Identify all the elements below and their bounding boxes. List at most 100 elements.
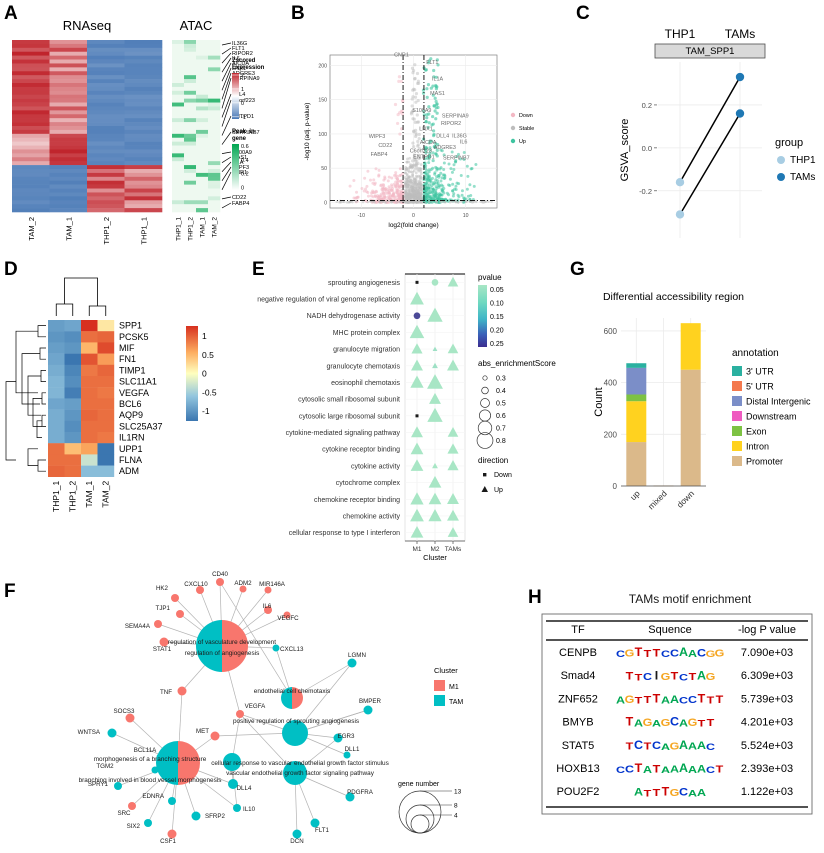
volcano-gene-label: IL6 (460, 140, 468, 146)
heatmap-cell (64, 432, 82, 444)
volcano-point (400, 188, 404, 192)
x-tick: 0 (412, 213, 415, 219)
volcano-point (390, 183, 394, 187)
volcano-point (414, 189, 418, 193)
volcano-point (412, 200, 416, 204)
term-label: cytokine-mediated signaling pathway (286, 430, 401, 437)
volcano-point (470, 201, 474, 204)
volcano-point (448, 177, 452, 181)
atac-cell (208, 47, 221, 53)
gene-label: C6orf223 (232, 98, 255, 104)
atac-cell (184, 196, 197, 201)
volcano-point (482, 201, 485, 204)
volcano-point (433, 172, 437, 176)
data-point (735, 109, 745, 118)
x-tick: 10 (463, 213, 469, 219)
volcano-point (419, 163, 423, 166)
size-legend-circle (398, 790, 442, 834)
atac-cell (208, 149, 221, 154)
heatmap-cell (124, 180, 163, 185)
network-gene-label: MET (196, 728, 209, 735)
volcano-point (418, 193, 422, 196)
volcano-point (377, 168, 381, 172)
heatmap-cell (49, 188, 88, 193)
heatmap-cell (12, 180, 50, 185)
dot-triangle (410, 525, 424, 538)
volcano-point (427, 121, 431, 125)
legend-tick: -1 (241, 115, 246, 121)
legend-swatch (732, 441, 742, 451)
volcano-point (457, 182, 461, 186)
volcano-point (411, 159, 415, 163)
atac-cell (184, 188, 197, 193)
motif-base: G (706, 672, 716, 682)
volcano-point (411, 95, 415, 99)
legend-tick: 0 (202, 369, 207, 379)
motif-base: G (661, 718, 671, 729)
volcano-point (439, 183, 443, 187)
dot-triangle (410, 442, 424, 455)
dot-triangle (447, 343, 459, 354)
volcano-point (422, 183, 426, 187)
heatmap-cell (124, 145, 163, 150)
volcano-point (416, 182, 419, 186)
network-gene-label: SEMA4A (125, 623, 151, 630)
volcano-point (464, 200, 468, 204)
network-gene-node (156, 753, 164, 761)
heatmap-cell (124, 165, 163, 170)
network-gene-label: CD40 (212, 571, 228, 578)
volcano-point (448, 200, 452, 204)
atac-cell (196, 51, 209, 56)
heatmap-cell (97, 454, 115, 466)
legend-size-circle (480, 398, 490, 408)
heatmap-cell (124, 149, 163, 154)
heatmap-cell (87, 47, 125, 53)
network-gene-label: ADM2 (234, 580, 252, 587)
heatmap-cell (12, 114, 50, 119)
atac-cell (196, 165, 209, 170)
network-gene-label: SRC (117, 810, 131, 817)
network-hub-node (156, 741, 178, 785)
legend-tick: 0.05 (490, 287, 504, 294)
dot-triangle (410, 375, 424, 388)
atac-cell (172, 106, 185, 111)
atac-cell (184, 90, 197, 96)
volcano-point (394, 171, 398, 175)
atac-cell (196, 40, 209, 45)
row-label: FN1 (119, 354, 136, 364)
heatmap-cell (124, 208, 163, 213)
network-gene-label: TNF (160, 689, 172, 696)
column-label: TAM_2 (27, 217, 36, 241)
atac-cell (208, 208, 221, 213)
volcano-point (442, 161, 446, 165)
heatmap-cell (81, 409, 98, 421)
volcano-point (377, 174, 381, 178)
network-hub-node (222, 620, 248, 672)
heatmap-cell (49, 208, 88, 213)
data-point (675, 210, 685, 219)
volcano-point (384, 187, 388, 191)
network-gene-node (168, 797, 176, 805)
heatmap-cell (87, 110, 125, 115)
legend-peak-bar (232, 144, 239, 190)
heatmap-cell (49, 133, 88, 139)
network-term-label: endothelial cell chemotaxis (254, 688, 330, 695)
motif-base: G (625, 648, 635, 659)
network-edge (214, 732, 296, 737)
network-gene-node (236, 710, 244, 718)
volcano-point (413, 63, 417, 67)
atac-cell (172, 40, 185, 45)
legend-direction-title: direction (478, 456, 508, 465)
x-tick: M1 (412, 546, 421, 553)
volcano-point (434, 185, 438, 189)
motif-base: T (635, 673, 643, 683)
heatmap-cell (49, 200, 88, 205)
heatmap-cell (12, 157, 50, 162)
volcano-gene-label: C6orf223 (410, 148, 432, 154)
atac-cell (196, 63, 209, 68)
legend-label: Downstream (746, 412, 797, 422)
volcano-point (381, 186, 385, 190)
volcano-point (447, 183, 451, 187)
heatmap-cell (87, 83, 125, 88)
